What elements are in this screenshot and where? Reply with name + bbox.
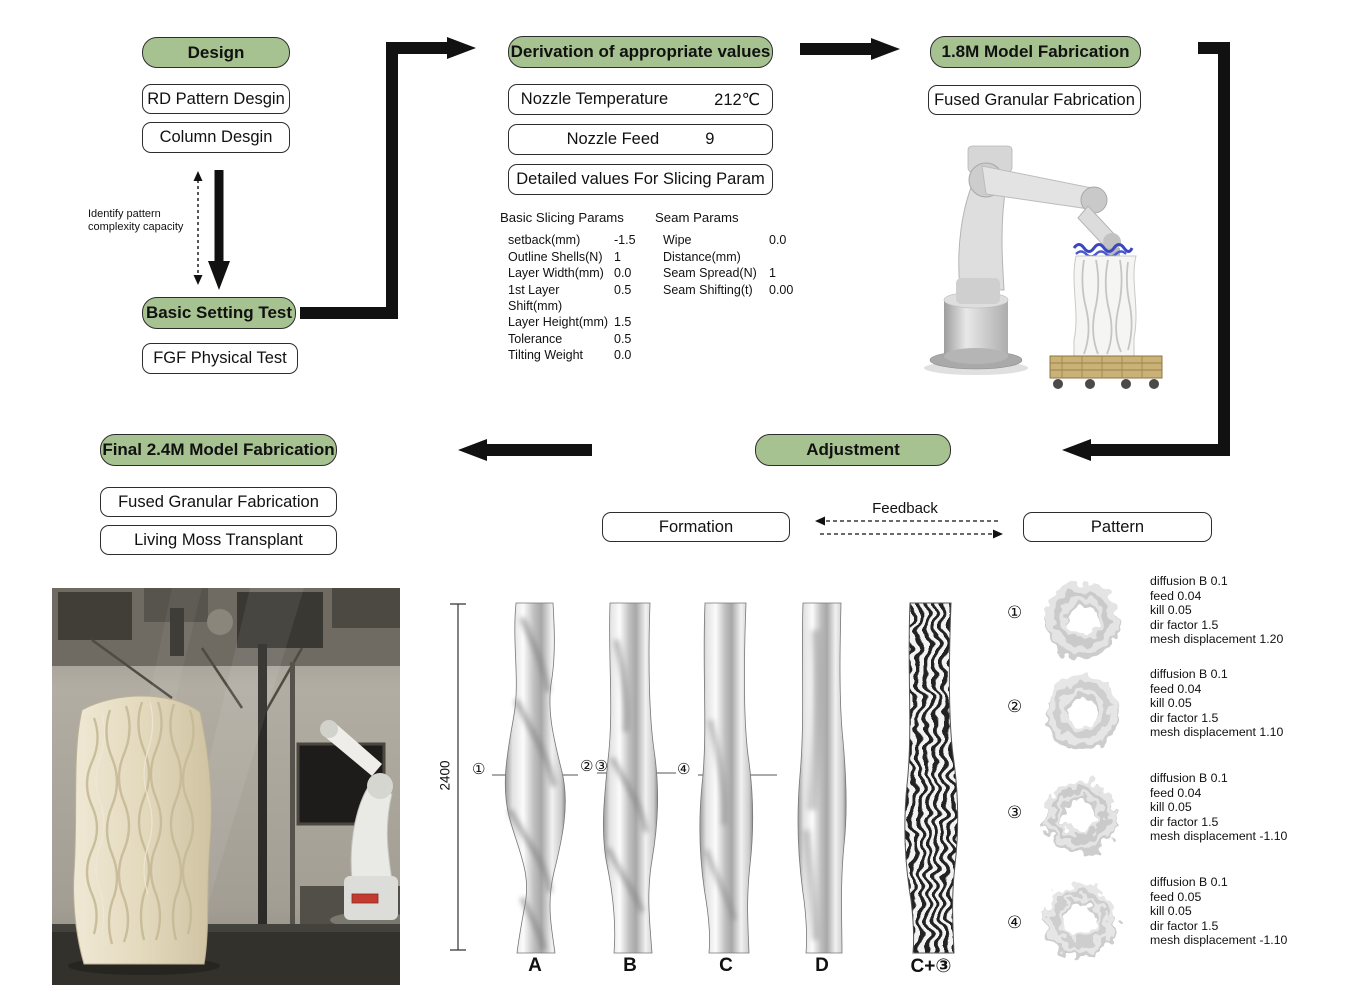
pattern-4-params: diffusion B 0.1 feed 0.05 kill 0.05 dir … bbox=[1150, 875, 1330, 948]
pattern-2-number: ② bbox=[1007, 697, 1023, 716]
param-line: dir factor 1.5 bbox=[1150, 918, 1219, 933]
param-line: diffusion B 0.1 bbox=[1150, 667, 1228, 681]
param-line: diffusion B 0.1 bbox=[1150, 574, 1228, 588]
basic-setting-test-box: Basic Setting Test bbox=[142, 297, 296, 329]
pattern-1-ring bbox=[1045, 582, 1119, 659]
nozzle-temperature-box: Nozzle Temperature 212℃ bbox=[508, 84, 773, 115]
param-row: Seam Shifting(t)0.00 bbox=[663, 282, 794, 297]
param-line: mesh displacement 1.10 bbox=[1150, 725, 1284, 740]
param-line: diffusion B 0.1 bbox=[1150, 875, 1228, 889]
section-marker-1: ① bbox=[472, 761, 487, 778]
param-row: Outline Shells(N)1 bbox=[508, 249, 621, 264]
pattern-2-params: diffusion B 0.1 feed 0.04 kill 0.05 dir … bbox=[1150, 667, 1330, 740]
param-line: mesh displacement -1.10 bbox=[1150, 933, 1288, 948]
final-model-photo bbox=[52, 588, 400, 985]
seam-params-table: Seam Params Wipe Distance(mm)0.0 Seam Sp… bbox=[655, 210, 825, 298]
param-line: feed 0.04 bbox=[1150, 785, 1202, 800]
pattern-3-ring bbox=[1044, 779, 1116, 854]
pattern-3-params: diffusion B 0.1 feed 0.04 kill 0.05 dir … bbox=[1150, 771, 1330, 844]
pattern-box: Pattern bbox=[1023, 512, 1212, 542]
feedback-label: Feedback bbox=[872, 500, 938, 517]
pattern-4-ring bbox=[1044, 883, 1116, 958]
param-line: feed 0.05 bbox=[1150, 889, 1202, 904]
section-marker-2-3: ②③ bbox=[580, 758, 609, 775]
design-item-rd-pattern: RD Pattern Desgin bbox=[142, 84, 290, 114]
pattern-3-number: ③ bbox=[1007, 803, 1023, 822]
detailed-values-box: Detailed values For Slicing Param bbox=[508, 164, 773, 195]
nozzle-feed-label: Nozzle Feed bbox=[566, 130, 660, 148]
nozzle-feed-value: 9 bbox=[705, 130, 715, 148]
basic-slicing-params-table: Basic Slicing Params setback(mm)-1.5 Out… bbox=[500, 210, 670, 364]
formation-column-c3-patterned bbox=[904, 602, 959, 954]
pattern-1-params: diffusion B 0.1 feed 0.04 kill 0.05 dir … bbox=[1150, 574, 1330, 647]
param-line: dir factor 1.5 bbox=[1150, 617, 1219, 632]
formation-box: Formation bbox=[602, 512, 790, 542]
dimension-2400: 2400 bbox=[437, 760, 453, 791]
param-line: feed 0.04 bbox=[1150, 681, 1202, 696]
formation-column-a bbox=[504, 602, 566, 954]
living-moss-transplant-box: Living Moss Transplant bbox=[100, 525, 337, 555]
nozzle-temperature-value: 212℃ bbox=[714, 90, 761, 109]
arrow-basic-to-derivation bbox=[300, 37, 476, 319]
param-row: Layer Width(mm)0.0 bbox=[508, 266, 632, 281]
column-label-b: B bbox=[623, 955, 637, 976]
fabrication-18m-title-box: 1.8M Model Fabrication bbox=[930, 36, 1141, 68]
derivation-title-box: Derivation of appropriate values bbox=[508, 36, 773, 68]
nozzle-feed-box: Nozzle Feed 9 bbox=[508, 124, 773, 155]
param-row: setback(mm)-1.5 bbox=[508, 233, 636, 248]
param-line: kill 0.05 bbox=[1150, 696, 1192, 711]
identify-pattern-note: Identify pattern complexity capacity bbox=[88, 208, 184, 233]
adjustment-title-box: Adjustment bbox=[755, 434, 951, 466]
param-line: dir factor 1.5 bbox=[1150, 814, 1219, 829]
basic-slicing-title: Basic Slicing Params bbox=[500, 210, 624, 225]
param-row: 1st Layer Shift(mm)0.5 bbox=[508, 282, 632, 314]
fgf-physical-test-box: FGF Physical Test bbox=[142, 343, 298, 374]
pattern-4-number: ④ bbox=[1007, 913, 1023, 932]
section-marker-4: ④ bbox=[677, 761, 692, 778]
column-label-d: D bbox=[815, 955, 829, 976]
param-row: Wipe Distance(mm)0.0 bbox=[663, 233, 787, 264]
robot-fabrication-illustration bbox=[924, 145, 1163, 389]
design-item-column: Column Desgin bbox=[142, 122, 290, 153]
param-line: dir factor 1.5 bbox=[1150, 710, 1219, 725]
param-line: feed 0.04 bbox=[1150, 588, 1202, 603]
param-line: kill 0.05 bbox=[1150, 603, 1192, 618]
seam-params-title: Seam Params bbox=[655, 210, 739, 225]
design-title-box: Design bbox=[142, 37, 290, 68]
param-line: mesh displacement 1.20 bbox=[1150, 632, 1284, 647]
detailed-values-label: Detailed values For Slicing Param bbox=[516, 170, 765, 188]
column-label-c3: C+③ bbox=[910, 956, 952, 977]
param-row: Seam Spread(N)1 bbox=[663, 266, 776, 281]
formation-column-b bbox=[603, 602, 658, 954]
param-row: Layer Height(mm)1.5 bbox=[508, 315, 632, 330]
param-line: kill 0.05 bbox=[1150, 800, 1192, 815]
formation-column-d bbox=[797, 602, 847, 954]
param-line: mesh displacement -1.10 bbox=[1150, 829, 1288, 844]
final-fused-granular-box: Fused Granular Fabrication bbox=[100, 487, 337, 517]
pattern-2-ring bbox=[1045, 675, 1119, 751]
pattern-1-number: ① bbox=[1007, 603, 1023, 622]
nozzle-temperature-label: Nozzle Temperature bbox=[520, 90, 669, 108]
column-label-c: C bbox=[719, 955, 733, 976]
final-24m-title-box: Final 2.4M Model Fabrication bbox=[100, 434, 337, 466]
formation-column-c bbox=[699, 602, 754, 954]
param-line: kill 0.05 bbox=[1150, 904, 1192, 919]
column-label-a: A bbox=[528, 955, 542, 976]
param-line: diffusion B 0.1 bbox=[1150, 771, 1228, 785]
fused-granular-fabrication-box: Fused Granular Fabrication bbox=[928, 85, 1141, 115]
